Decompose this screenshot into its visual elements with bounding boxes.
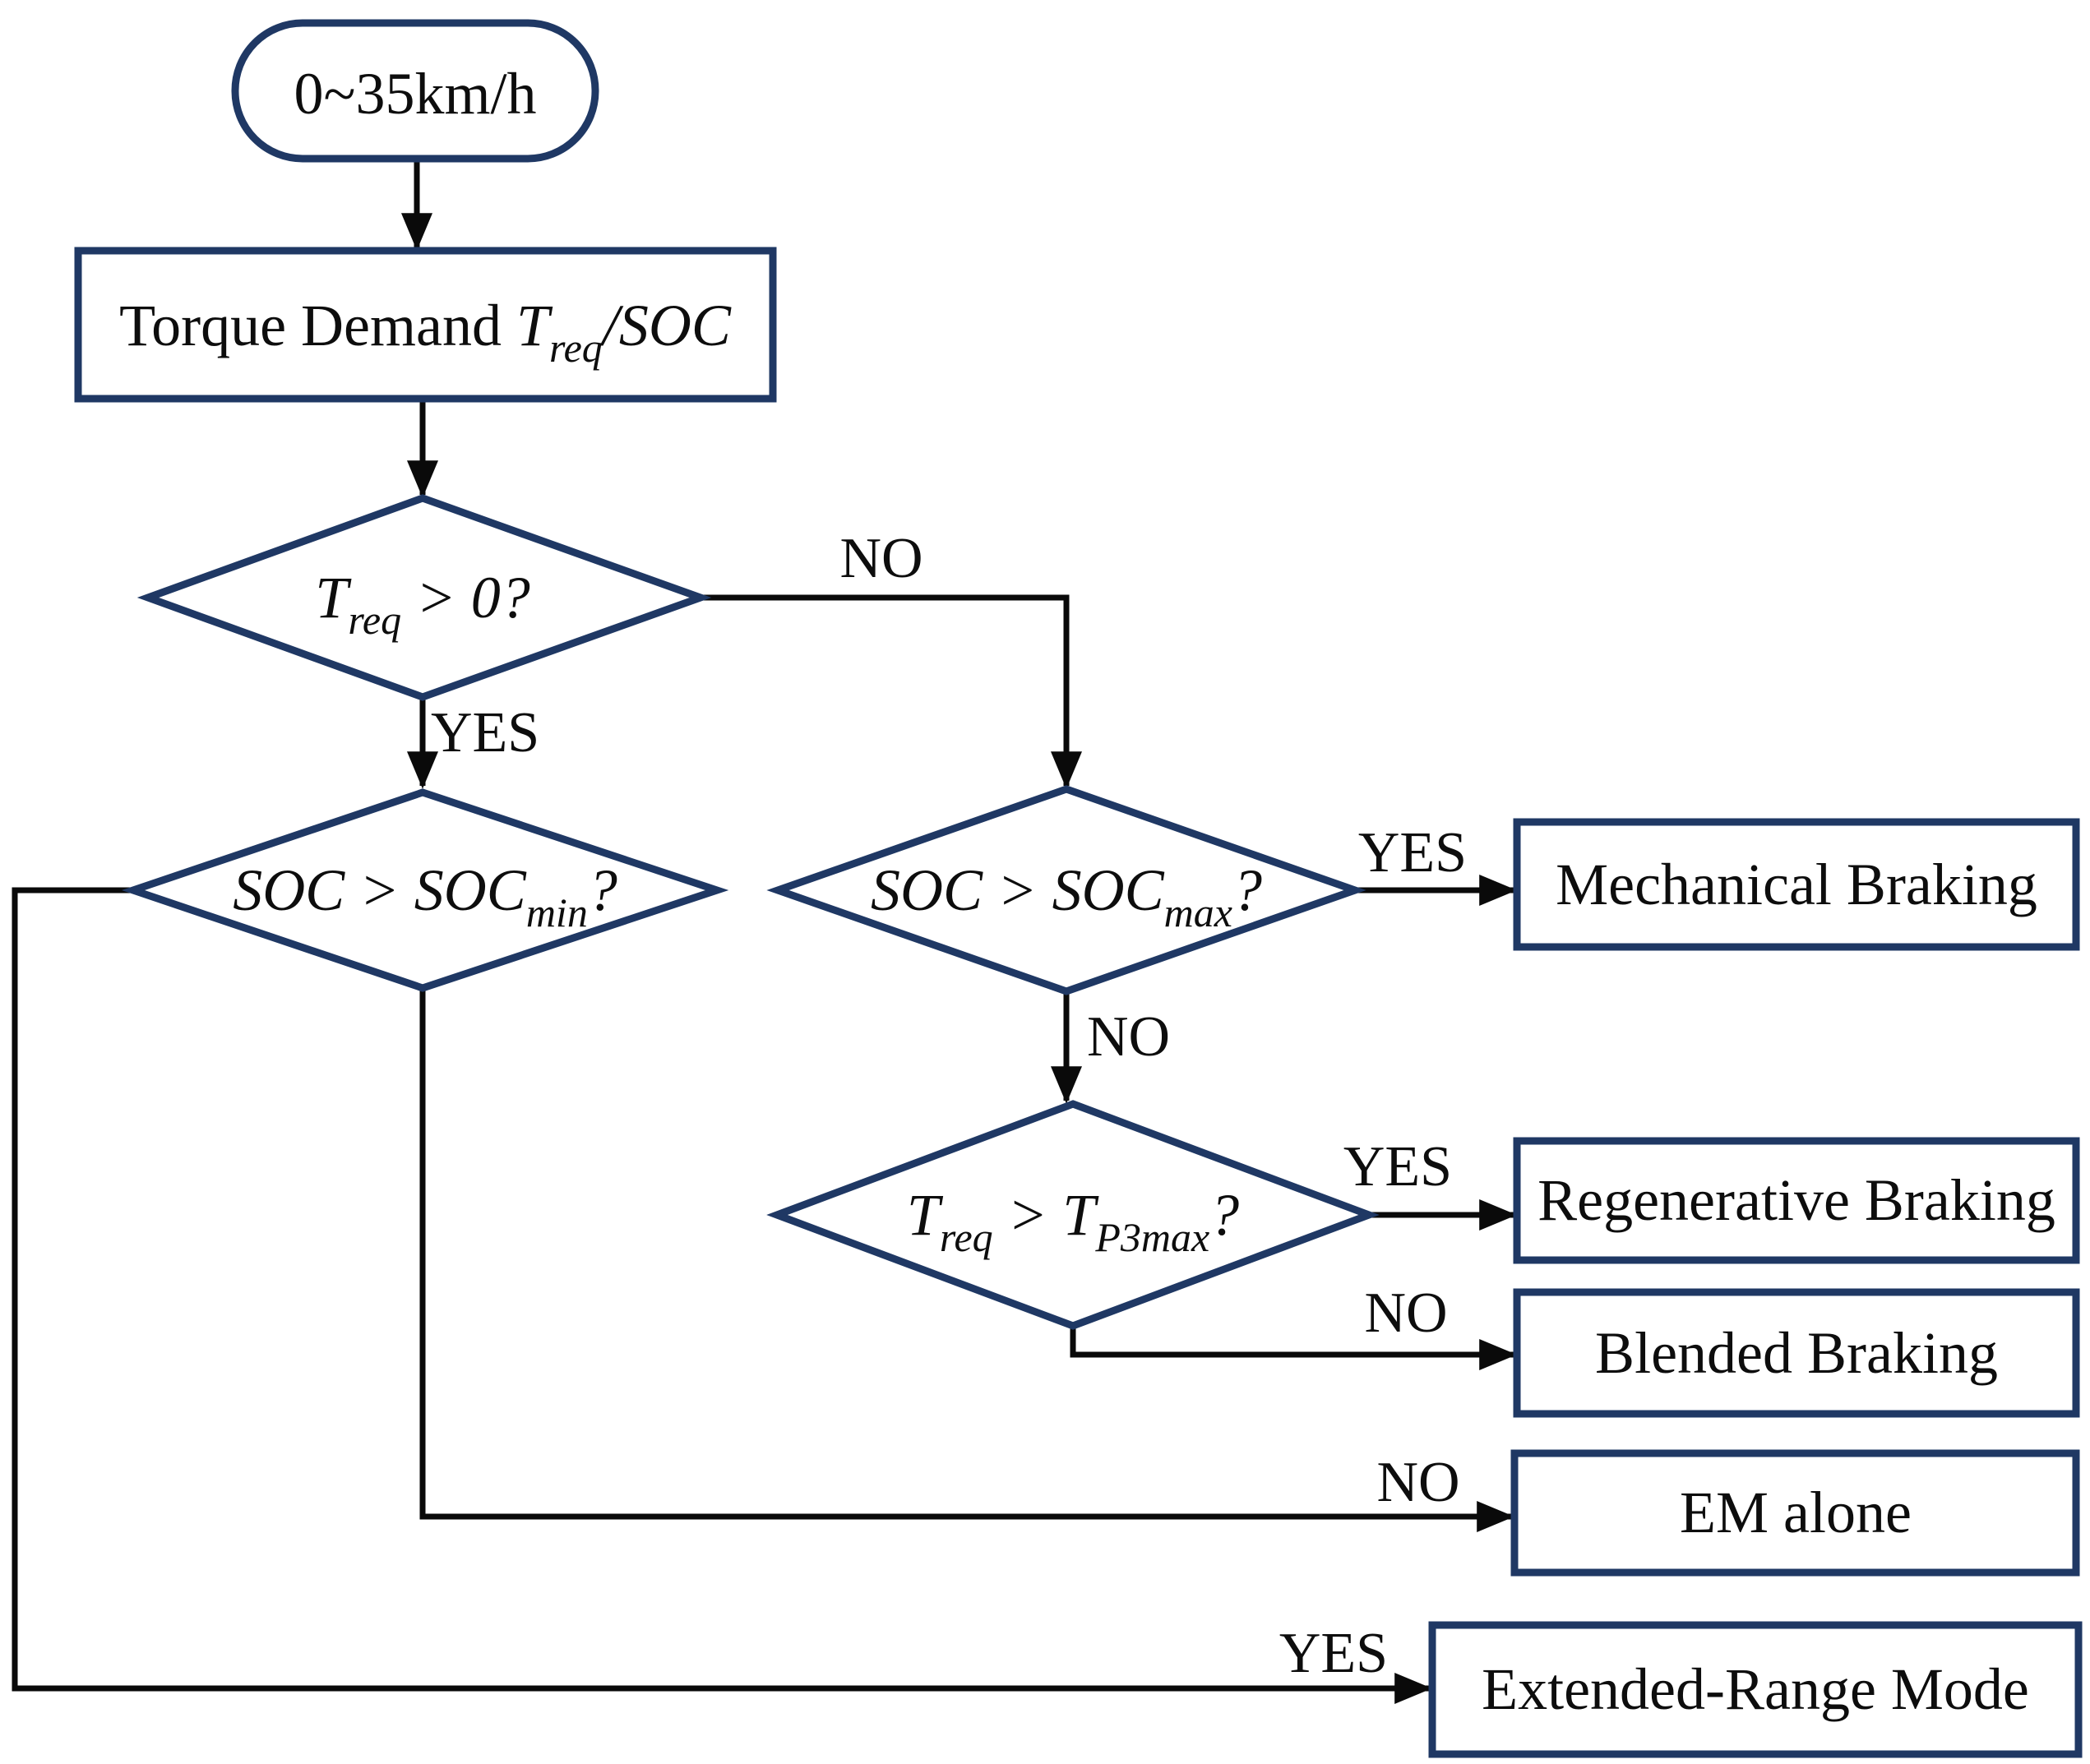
regenerative-braking-shape [1513, 1137, 2080, 1264]
connectors [12, 159, 1517, 1704]
soc-min-decision: SOC > SOCmin? [121, 788, 729, 992]
edge-label-d3-yes: YES [1358, 821, 1467, 884]
edge-label-d2-yes: YES [1279, 1622, 1388, 1685]
torque-demand-var: T [516, 293, 553, 358]
soc-max-shape [766, 785, 1366, 995]
d4-tail: ? [1209, 1182, 1239, 1248]
edge-label-d3-no: NO [1087, 1005, 1170, 1069]
blended-braking-result: Blended Braking [1513, 1288, 2080, 1418]
edge-d2-no-to-em-alone [419, 988, 1514, 1532]
em-alone-shape [1510, 1449, 2080, 1577]
d1-var: T [315, 565, 352, 630]
edge-label-d1-yes: YES [431, 701, 539, 764]
d2-head: SOC > SOC [233, 857, 527, 923]
edge-labels: NO YES YES NO YES NO NO YES [431, 527, 1467, 1685]
treq-p3max-label: Treq > TP3max? [907, 1182, 1239, 1260]
treq-p3max-decision: Treq > TP3max? [766, 1100, 1380, 1330]
edge-label-d2-no: NO [1376, 1451, 1459, 1514]
torque-demand-sub: req [549, 325, 603, 371]
regenerative-braking-result: Regenerative Braking [1513, 1137, 2080, 1264]
d4-mid: > T [993, 1182, 1100, 1248]
mechanical-braking-result: Mechanical Braking [1513, 818, 2080, 951]
edge-d4-no-to-blended [1070, 1326, 1517, 1370]
d1-sub: req [348, 597, 401, 643]
torque-demand-label: Torque Demand Treq/SOC [119, 293, 732, 371]
d3-tail: ? [1232, 857, 1262, 923]
start-node-label: 0~35km/h [294, 61, 537, 127]
d2-sub: min [526, 889, 588, 935]
d4-sub1: req [940, 1214, 993, 1260]
edge-label-d4-no: NO [1364, 1281, 1447, 1345]
em-alone-label: EM alone [1680, 1480, 1912, 1545]
soc-max-decision: SOC > SOCmax? [766, 785, 1366, 995]
d1-tail: > 0? [401, 565, 530, 630]
extended-range-mode-label: Extended-Range Mode [1482, 1656, 2029, 1722]
treq-positive-label: Treq > 0? [315, 565, 529, 643]
soc-max-label: SOC > SOCmax? [871, 857, 1262, 935]
soc-min-label: SOC > SOCmin? [233, 857, 617, 935]
d4-sub2: P3max [1094, 1214, 1209, 1260]
regenerative-braking-label: Regenerative Braking [1537, 1167, 2055, 1233]
edge-label-d1-no: NO [839, 527, 922, 590]
blended-braking-shape [1513, 1288, 2080, 1418]
d4-var: T [907, 1182, 944, 1248]
em-alone-result: EM alone [1510, 1449, 2080, 1577]
torque-demand-text: Torque Demand [119, 293, 516, 358]
torque-demand-tail: /SOC [599, 293, 732, 358]
extended-range-mode-result: Extended-Range Mode [1428, 1621, 2083, 1758]
edge-d1-no-to-d3 [701, 594, 1082, 789]
mechanical-braking-label: Mechanical Braking [1556, 852, 2037, 917]
blended-braking-label: Blended Braking [1595, 1320, 1998, 1386]
mechanical-braking-shape [1513, 818, 2080, 951]
edge-label-d4-yes: YES [1343, 1135, 1452, 1198]
treq-p3max-shape [766, 1100, 1380, 1330]
start-node-shape [231, 19, 599, 163]
treq-positive-shape [136, 494, 712, 701]
torque-demand-process: Torque Demand Treq/SOC [74, 247, 777, 403]
d2-tail: ? [588, 857, 617, 923]
edge-d2-yes-to-extended-range [12, 887, 1432, 1704]
extended-range-mode-shape [1428, 1621, 2083, 1758]
start-node: 0~35km/h [231, 19, 599, 163]
d3-sub: max [1164, 889, 1232, 935]
torque-demand-shape [74, 247, 777, 403]
d3-head: SOC > SOC [871, 857, 1165, 923]
soc-min-shape [121, 788, 729, 992]
treq-positive-decision: Treq > 0? [136, 494, 712, 701]
